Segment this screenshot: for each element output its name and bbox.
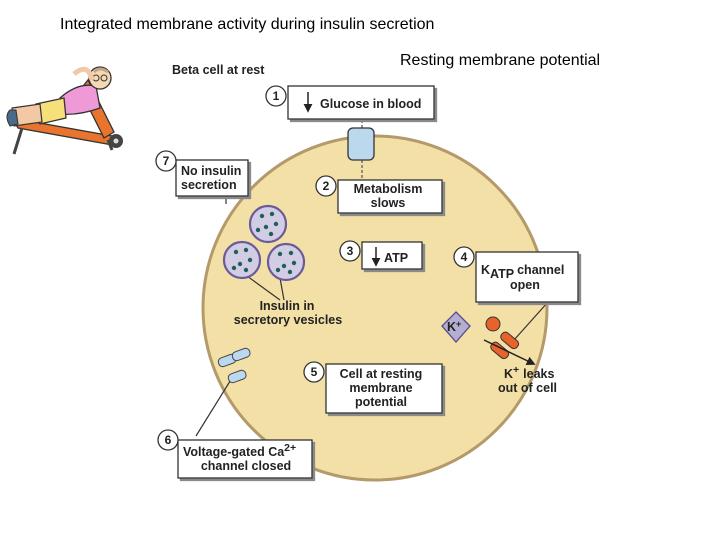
glucose-transporter-icon [347,127,375,161]
svg-text:3: 3 [347,244,354,258]
svg-text:membrane: membrane [349,381,412,395]
svg-text:open: open [510,278,540,292]
cell-caption: Beta cell at rest [172,63,265,77]
step-7: 7 No insulin secretion [155,150,249,197]
svg-text:Glucose in blood: Glucose in blood [320,97,421,111]
k-leak-line-1: K+leaks [504,364,555,381]
beta-cell [201,134,549,482]
svg-text:6: 6 [165,433,172,447]
calcium-channel-icon [217,347,251,384]
k-leak-line-2: out of cell [498,381,557,395]
svg-text:Metabolism: Metabolism [354,182,423,196]
step-3: 3 ATP [339,240,423,270]
step-1: 1 Glucose in blood [265,85,435,120]
svg-text:K+: K+ [447,319,461,334]
svg-text:secretion: secretion [181,178,237,192]
svg-text:slows: slows [371,196,406,210]
step-2: 2 Metabolism slows [315,175,443,214]
svg-text:channel closed: channel closed [201,459,291,473]
step-6: 6 Voltage-gated Ca2+ channel closed [157,429,313,479]
svg-text:4: 4 [461,250,468,264]
vesicle-label-line-2: secretory vesicles [234,313,342,327]
svg-text:Voltage-gated Ca2+: Voltage-gated Ca2+ [183,442,296,459]
svg-text:2: 2 [323,179,330,193]
efflux-arrow-icon [483,339,536,365]
relaxing-person-icon [6,66,123,155]
potassium-ion-icon: K+ [441,311,471,343]
svg-text:No insulin: No insulin [181,164,241,178]
svg-text:5: 5 [311,365,318,379]
svg-text:7: 7 [163,154,170,168]
svg-text:1: 1 [273,89,280,103]
svg-text:potential: potential [355,395,407,409]
vesicle-label-line-1: Insulin in [260,299,315,313]
svg-text:Cell at resting: Cell at resting [340,367,423,381]
insulin-vesicles [222,204,306,282]
page-subtitle: Resting membrane potential [400,52,601,69]
page-title: Integrated membrane activity during insu… [60,16,435,33]
step-5: 5 Cell at resting membrane potential [303,361,443,414]
svg-text:ATP: ATP [384,251,408,265]
katp-channel-icon [483,316,536,365]
